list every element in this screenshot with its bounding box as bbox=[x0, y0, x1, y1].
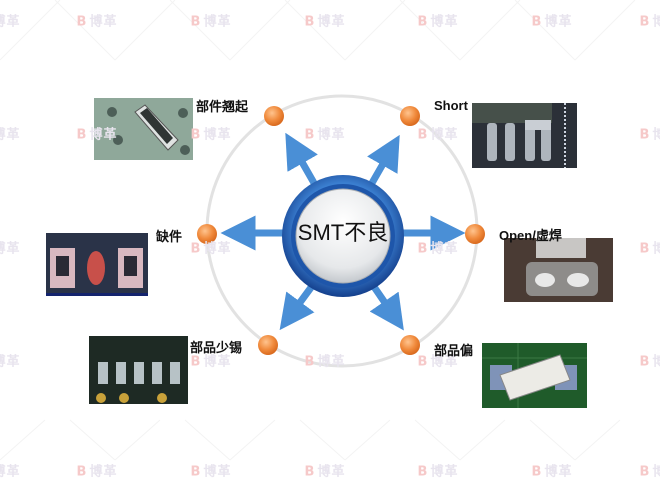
background-grid bbox=[0, 0, 636, 461]
node-dot-shifted bbox=[400, 335, 420, 355]
node-dot-lifted bbox=[264, 106, 284, 126]
photos bbox=[46, 98, 613, 408]
nodes bbox=[197, 106, 485, 355]
node-dot-insufficient bbox=[258, 335, 278, 355]
node-label-open: Open/虚焊 bbox=[499, 228, 562, 243]
shifted-component-photo bbox=[482, 343, 587, 408]
node-dot-open bbox=[465, 224, 485, 244]
watermark: B博革 bbox=[0, 464, 21, 480]
watermark: B博革 bbox=[639, 127, 660, 143]
watermark: B博革 bbox=[639, 354, 660, 370]
watermark: B博革 bbox=[0, 241, 21, 257]
missing-component-photo bbox=[46, 233, 148, 296]
node-label-missing: 缺件 bbox=[156, 230, 183, 245]
watermark: B博革 bbox=[639, 14, 660, 30]
watermark: B博革 bbox=[639, 241, 660, 257]
watermark: B博革 bbox=[0, 14, 21, 30]
center-label: SMT不良 bbox=[297, 220, 389, 245]
open-cold-solder-photo bbox=[504, 238, 613, 302]
watermark: B博革 bbox=[0, 127, 21, 143]
watermark: B博革 bbox=[639, 464, 660, 480]
lifted-component-photo bbox=[94, 98, 193, 160]
insufficient-solder-photo bbox=[89, 336, 188, 404]
watermark: B博革 bbox=[0, 354, 21, 370]
node-label-insufficient: 部品少锡 bbox=[190, 341, 243, 356]
node-label-shifted: 部品偏 bbox=[434, 344, 474, 359]
node-dot-missing bbox=[197, 224, 217, 244]
node-label-lifted: 部件翘起 bbox=[196, 100, 249, 115]
node-label-short: Short bbox=[434, 98, 468, 113]
solder-short-photo bbox=[472, 103, 577, 168]
node-dot-short bbox=[400, 106, 420, 126]
center-hub bbox=[282, 175, 404, 297]
